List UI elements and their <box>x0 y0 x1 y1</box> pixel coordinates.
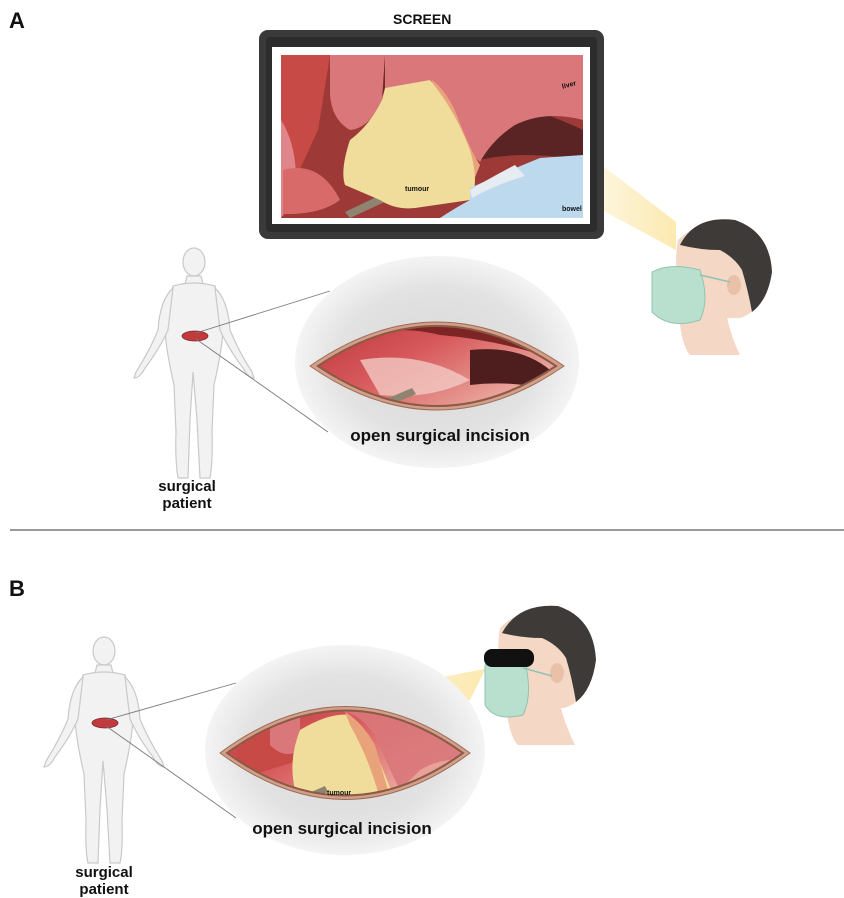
surgeon-head-b <box>485 606 596 745</box>
overlay-label-bowel: bowel <box>562 206 582 213</box>
screen-monitor <box>259 30 604 239</box>
patient-figure-b <box>44 637 164 863</box>
patient-figure-a <box>134 248 254 478</box>
patient-label-b-line1: surgical <box>59 864 149 881</box>
projection-beam-a <box>602 165 676 250</box>
patient-label-b: surgical patient <box>59 864 149 898</box>
patient-label-a-line2: patient <box>142 495 232 512</box>
patient-label-b-line2: patient <box>59 881 149 898</box>
patient-label-a-line1: surgical <box>142 478 232 495</box>
incision-label-a: open surgical incision <box>340 427 540 444</box>
screen-title: SCREEN <box>393 11 451 27</box>
overlay-label-tumour-b: tumour <box>327 790 351 797</box>
overlay-label-tumour-a: tumour <box>405 186 429 193</box>
ar-glasses-icon <box>484 649 534 667</box>
patient-wound-b <box>92 718 118 728</box>
incision-label-b: open surgical incision <box>242 820 442 837</box>
patient-label-a: surgical patient <box>142 478 232 512</box>
patient-wound-a <box>182 331 208 341</box>
